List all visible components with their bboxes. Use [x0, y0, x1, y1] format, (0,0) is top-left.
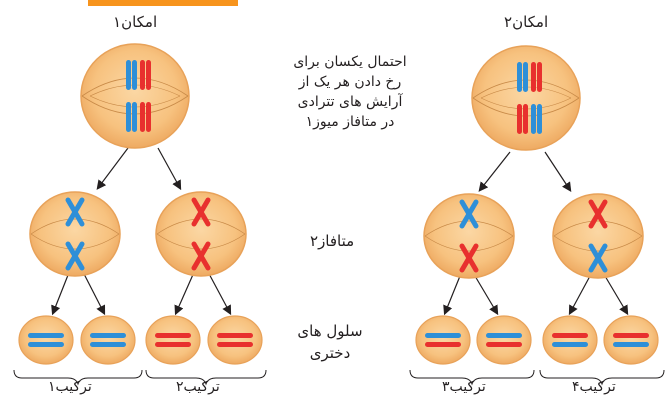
arrows [53, 148, 627, 313]
daughter-cell-4 [208, 316, 262, 364]
daughter-cells-line-1: سلول های [290, 320, 370, 342]
center-note: احتمال یکسان برای رخ دادن هر یک از آرایش… [275, 52, 425, 132]
combo2-label: ترکیب۲ [176, 379, 220, 395]
brackets [14, 370, 664, 384]
metaphase2-cell-4 [553, 194, 643, 278]
daughter-cell-7 [543, 316, 597, 364]
combo1-label: ترکیب۱ [48, 379, 92, 395]
daughter-cell-5 [416, 316, 470, 364]
metaphase2-cell-3 [424, 194, 514, 278]
daughter-cell-1 [19, 316, 73, 364]
top-band [88, 0, 238, 6]
option1-label: امکان۱ [113, 13, 157, 31]
daughter-cell-3 [146, 316, 200, 364]
daughter-cells-label: سلول های دختری [290, 320, 370, 364]
daughter-cell-6 [477, 316, 531, 364]
daughter-cell-8 [604, 316, 658, 364]
center-note-line-2: رخ دادن هر یک از [275, 72, 425, 92]
parent-cell-option2 [472, 46, 580, 150]
center-note-line-4: در متافاز میوز۱ [275, 112, 425, 132]
combo3-label: ترکیب۳ [442, 379, 486, 395]
center-note-line-1: احتمال یکسان برای [275, 52, 425, 72]
combo4-label: ترکیب۴ [572, 379, 616, 395]
metaphase2-label: متافاز۲ [310, 232, 354, 250]
parent-cell-option1 [81, 44, 189, 148]
daughter-cells-line-2: دختری [290, 342, 370, 364]
metaphase2-cell-1 [30, 192, 120, 276]
option2-label: امکان۲ [504, 13, 548, 31]
center-note-line-3: آرایش های تترادی [275, 92, 425, 112]
metaphase2-cell-2 [156, 192, 246, 276]
daughter-cell-2 [81, 316, 135, 364]
